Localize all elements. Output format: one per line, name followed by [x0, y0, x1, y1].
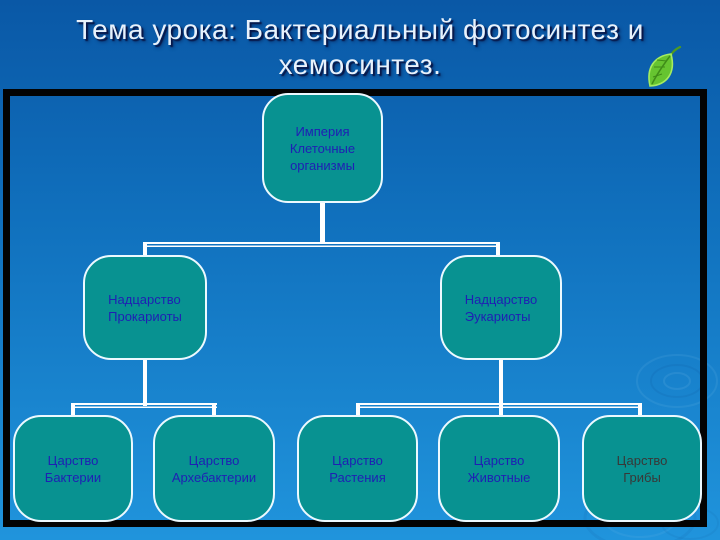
connector-drop-plants [356, 403, 360, 417]
connector-drop-fungi [638, 403, 642, 417]
connector-root-stem [320, 200, 325, 244]
node-fungi: Царство Грибы [582, 415, 702, 522]
connector-eukaryotes-stem [499, 358, 503, 417]
connector-drop-eukaryotes [496, 242, 500, 257]
connector-prokaryotes-stem [143, 358, 147, 406]
connector-level2-rail [143, 242, 500, 247]
slide-title: Тема урока: Бактериальный фотосинтез и х… [76, 14, 644, 80]
diagram-frame [3, 89, 707, 527]
connector-right-rail [356, 403, 642, 408]
connector-left-rail [71, 403, 217, 408]
node-empire: Империя Клеточные организмы [262, 93, 383, 203]
node-prokaryotes: Надцарство Прокариоты [83, 255, 207, 360]
connector-drop-archaebacteria [212, 403, 216, 417]
node-animals: Царство Животные [438, 415, 560, 522]
node-archaebacteria: Царство Архебактерии [153, 415, 275, 522]
connector-drop-bacteria [71, 403, 75, 417]
connector-drop-prokaryotes [143, 242, 147, 257]
leaf-icon [648, 46, 682, 87]
node-plants: Царство Растения [297, 415, 418, 522]
node-bacteria: Царство Бактерии [13, 415, 133, 522]
node-eukaryotes: Надцарство Эукариоты [440, 255, 562, 360]
